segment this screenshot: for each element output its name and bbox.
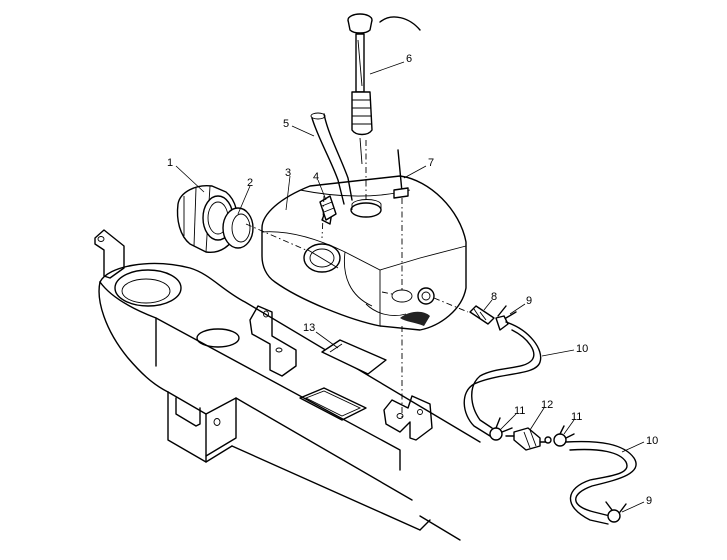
fuel-tank xyxy=(261,175,467,331)
gauge-rod xyxy=(393,149,409,199)
callout-4: 4 xyxy=(313,171,319,183)
callout-9-bottom: 9 xyxy=(646,495,652,507)
callout-3: 3 xyxy=(285,167,291,179)
callout-12: 12 xyxy=(541,399,553,411)
frame xyxy=(94,229,481,541)
leader-lines xyxy=(175,61,645,513)
fuel-cap xyxy=(176,185,239,253)
callout-11-right: 11 xyxy=(571,411,582,423)
callout-7: 7 xyxy=(428,157,434,169)
callout-9-top: 9 xyxy=(526,295,532,307)
callout-13: 13 xyxy=(303,322,315,334)
callout-5: 5 xyxy=(283,118,289,130)
callout-1: 1 xyxy=(167,157,173,169)
fuel-gauge-sender xyxy=(347,13,421,165)
callout-6: 6 xyxy=(406,53,412,65)
vent-hose xyxy=(310,112,353,205)
cap-gasket xyxy=(222,207,254,249)
assembly-lines xyxy=(245,140,469,420)
callout-10-bottom: 10 xyxy=(646,435,658,447)
callout-8: 8 xyxy=(491,291,497,303)
pad-13 xyxy=(321,339,387,375)
callout-10-top: 10 xyxy=(576,343,588,355)
callout-11-left: 11 xyxy=(514,405,525,417)
callout-labels: 1 2 3 4 5 6 7 8 9 10 11 12 11 10 9 13 xyxy=(167,53,658,507)
fuel-line xyxy=(463,305,637,525)
callout-2: 2 xyxy=(247,177,253,189)
